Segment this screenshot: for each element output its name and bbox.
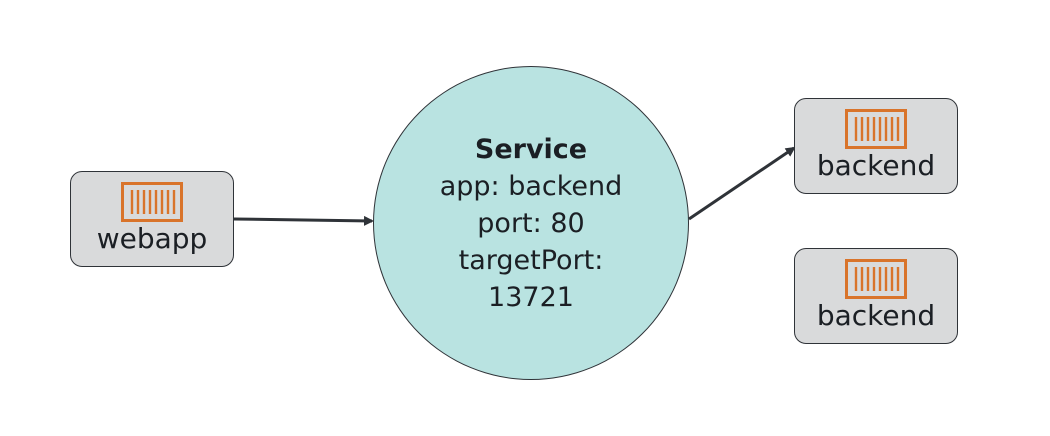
container-icon [121, 182, 183, 222]
arrow-service-to-backend [688, 146, 796, 221]
container-icon [845, 259, 907, 299]
webapp-pod: webapp [70, 171, 234, 267]
service-target-port-value: 13721 [488, 281, 574, 313]
pod-label-backend-1: backend [816, 149, 936, 182]
service-port: port: 80 [477, 207, 585, 239]
service-title: Service [474, 133, 588, 165]
container-icon [845, 109, 907, 149]
arrow-webapp-to-service [233, 215, 374, 226]
pod-label-webapp: webapp [96, 222, 208, 255]
service-node: Service app: backend port: 80 targetPort… [373, 66, 689, 380]
pod-label-backend-2: backend [816, 299, 936, 332]
service-target-port-label: targetPort: [458, 244, 604, 276]
backend-pod-1: backend [794, 98, 958, 194]
service-selector: app: backend [439, 170, 623, 202]
backend-pod-2: backend [794, 248, 958, 344]
